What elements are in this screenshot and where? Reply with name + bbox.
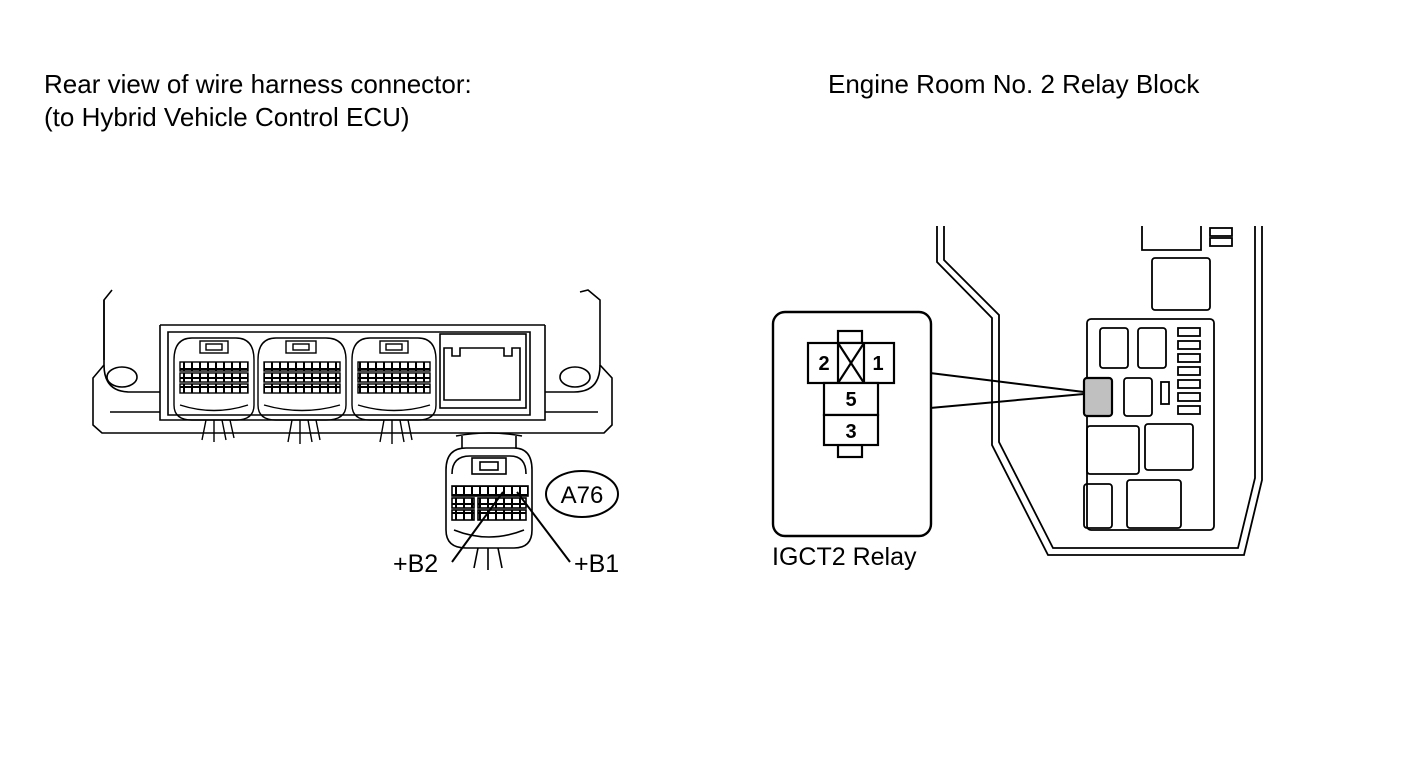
relay-name-label: IGCT2 Relay: [772, 543, 917, 571]
relay-pin-1: 1: [872, 353, 883, 375]
left-caption-line2: (to Hybrid Vehicle Control ECU): [44, 102, 410, 132]
relay-pin-2: 2: [818, 353, 829, 375]
left-caption: Rear view of wire harness connector: (to…: [44, 68, 472, 134]
terminal-b2-label: +B2: [393, 550, 439, 578]
terminal-b1-label: +B1: [574, 550, 620, 578]
relay-pin-3: 3: [845, 421, 856, 443]
left-caption-line1: Rear view of wire harness connector:: [44, 69, 472, 99]
relay-block-outline: [936, 226, 1263, 556]
ecu-connector-3: [351, 337, 437, 444]
terminal-leader-lines: [451, 491, 571, 563]
harness-connector-a76: [445, 432, 533, 570]
right-caption: Engine Room No. 2 Relay Block: [828, 69, 1200, 99]
igct2-relay-location: [1082, 376, 1114, 418]
ecu-empty-socket: [439, 333, 527, 409]
relay-pin-5: 5: [845, 389, 856, 411]
ecu-body: [92, 289, 613, 434]
connector-id-badge: [545, 470, 619, 518]
ecu-connector-2: [257, 337, 347, 444]
connector-id-label: A76: [561, 482, 604, 509]
ecu-connector-1: [173, 337, 255, 442]
relay-callout-lines: [929, 372, 1085, 409]
relay-pinout: [806, 329, 896, 459]
